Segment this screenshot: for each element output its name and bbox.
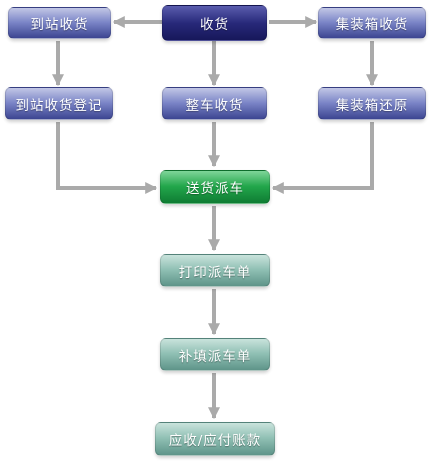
- full-truck-label: 整车收货: [185, 97, 244, 114]
- fill-dispatch-label: 补填派车单: [178, 348, 252, 365]
- print-dispatch-node[interactable]: 打印派车单: [160, 254, 270, 287]
- container-receive-label: 集装箱收货: [335, 17, 409, 33]
- accounts-node[interactable]: 应收/应付账款: [155, 422, 275, 456]
- accounts-label: 应收/应付账款: [168, 433, 262, 449]
- station-register-label: 到站收货登记: [15, 97, 103, 114]
- station-receive-node[interactable]: 到站收货: [8, 7, 111, 39]
- container-restore-label: 集装箱还原: [335, 97, 409, 114]
- receive-label: 收货: [200, 17, 229, 33]
- full-truck-node[interactable]: 整车收货: [162, 87, 267, 120]
- dispatch-node[interactable]: 送货派车: [160, 170, 270, 204]
- station-register-node[interactable]: 到站收货登记: [5, 87, 113, 120]
- dispatch-label: 送货派车: [186, 181, 244, 197]
- print-dispatch-label: 打印派车单: [178, 264, 252, 281]
- station-receive-label: 到站收货: [30, 17, 89, 33]
- container-receive-node[interactable]: 集装箱收货: [318, 7, 426, 39]
- fill-dispatch-node[interactable]: 补填派车单: [160, 338, 270, 371]
- arrow-restore-to-dispatch: [271, 122, 374, 194]
- receive-node[interactable]: 收货: [162, 5, 267, 41]
- arrow-register-to-dispatch: [56, 122, 158, 194]
- container-restore-node[interactable]: 集装箱还原: [318, 87, 426, 120]
